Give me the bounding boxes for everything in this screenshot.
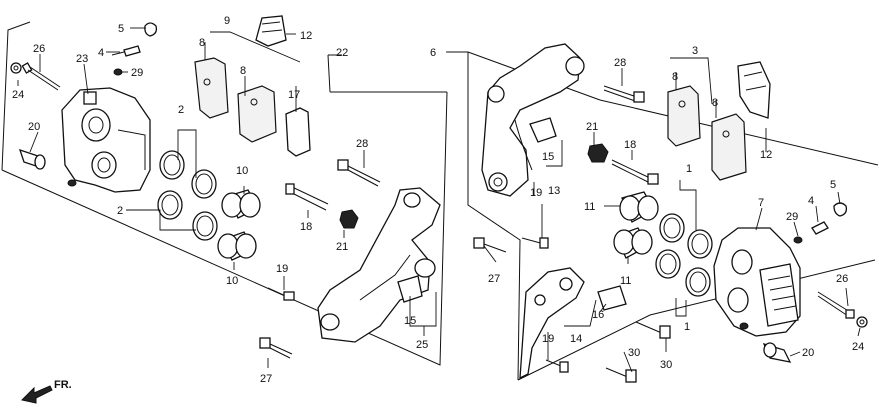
label-8-right-b: 8 <box>712 97 718 109</box>
label-24-right: 24 <box>852 341 864 353</box>
right-cap-5 <box>833 202 848 217</box>
label-21-left: 21 <box>336 241 348 253</box>
left-pad-spring-12 <box>255 15 287 47</box>
front-direction-label: FR. <box>54 379 72 391</box>
right-bolt-19-lower <box>545 359 569 373</box>
label-20-left: 20 <box>28 121 40 133</box>
left-pistons-10 <box>217 189 261 261</box>
label-26-left: 26 <box>33 43 45 55</box>
label-17: 17 <box>288 89 300 101</box>
label-1-lower: 1 <box>684 321 690 333</box>
left-shim-17 <box>285 107 311 157</box>
label-9: 9 <box>224 15 230 27</box>
right-pads-8 <box>667 85 747 181</box>
left-bolt-19 <box>267 287 295 301</box>
right-bolt-30-a <box>635 321 671 339</box>
label-8-left-b: 8 <box>240 65 246 77</box>
left-seals-2 <box>157 150 218 241</box>
label-11-upper: 11 <box>584 201 595 213</box>
right-boot-21 <box>587 143 609 163</box>
right-caliper-body <box>713 227 801 337</box>
label-5-left: 5 <box>118 23 124 35</box>
label-22: 22 <box>336 47 348 59</box>
label-12-left: 12 <box>300 30 312 42</box>
left-bolt-26 <box>21 62 61 91</box>
label-10-upper-left: 10 <box>236 165 248 177</box>
part-labels: 5 26 4 23 29 24 20 2 2 8 8 9 12 22 17 28… <box>12 15 864 385</box>
left-bolt-18 <box>285 183 329 211</box>
label-6: 6 <box>430 47 436 59</box>
label-4-right: 4 <box>808 195 814 207</box>
label-15-right: 15 <box>542 151 554 163</box>
left-bolt-27 <box>259 337 293 359</box>
right-washer-24 <box>856 316 868 328</box>
left-assembly-frame <box>1 21 448 366</box>
left-caliper-body <box>61 87 151 193</box>
label-12-right: 12 <box>760 149 772 161</box>
label-19-right-upper: 19 <box>530 187 542 199</box>
label-19-left: 19 <box>276 263 288 275</box>
label-3: 3 <box>692 45 698 57</box>
right-pin-20 <box>762 342 792 363</box>
right-bolt-27 <box>473 237 507 253</box>
front-arrow-icon <box>20 385 53 404</box>
right-clip-15 <box>529 117 557 143</box>
right-bolt-28 <box>603 85 645 103</box>
label-25: 25 <box>416 339 428 351</box>
label-8-left-a: 8 <box>199 37 205 49</box>
label-2-upper-left: 2 <box>178 104 184 116</box>
leader-lines <box>17 27 861 373</box>
left-pin-20 <box>18 148 46 170</box>
left-cap-5 <box>144 22 158 37</box>
right-seals <box>655 213 713 297</box>
left-pads-8 <box>194 57 277 143</box>
label-16: 16 <box>592 309 604 321</box>
label-23: 23 <box>76 53 88 65</box>
label-13: 13 <box>548 185 560 197</box>
label-10-lower-left: 10 <box>226 275 238 287</box>
front-direction-indicator: FR. <box>20 379 72 404</box>
label-28-right: 28 <box>614 57 626 69</box>
label-8-right-a: 8 <box>672 71 678 83</box>
right-clip-16 <box>597 285 627 311</box>
label-27-left: 27 <box>260 373 272 385</box>
right-bracket-6 <box>481 43 585 197</box>
label-21-right: 21 <box>586 121 598 133</box>
label-18-right: 18 <box>624 139 636 151</box>
label-29-left: 29 <box>131 67 143 79</box>
label-14: 14 <box>570 333 582 345</box>
label-5-right: 5 <box>830 179 836 191</box>
right-bolt-26 <box>817 291 855 319</box>
right-bolt-18 <box>611 159 659 185</box>
label-7: 7 <box>758 197 764 209</box>
left-bleeder-4 <box>111 45 141 57</box>
right-spring-29 <box>793 236 803 244</box>
label-26-right: 26 <box>836 273 848 285</box>
label-18-left: 18 <box>300 221 312 233</box>
right-bracket-14 <box>519 267 585 380</box>
left-bolt-28 <box>337 159 381 187</box>
label-11-lower: 11 <box>620 275 631 287</box>
label-19-right-lower: 19 <box>542 333 554 345</box>
label-15-left: 15 <box>404 315 416 327</box>
label-20-right: 20 <box>802 347 814 359</box>
label-4-left: 4 <box>98 47 104 59</box>
right-bolt-19-upper <box>521 237 549 249</box>
label-30-b: 30 <box>660 359 672 371</box>
label-29-right: 29 <box>786 211 798 223</box>
label-2-lower-left: 2 <box>117 205 123 217</box>
left-washer-24 <box>10 62 22 74</box>
label-30-a: 30 <box>628 347 640 359</box>
label-24-left: 24 <box>12 89 24 101</box>
label-27-right: 27 <box>488 273 500 285</box>
left-boot-21 <box>339 209 359 229</box>
label-28-left: 28 <box>356 138 368 150</box>
label-1-upper: 1 <box>686 163 692 175</box>
right-pad-spring-12 <box>737 61 771 119</box>
right-bleeder-4 <box>811 221 829 235</box>
right-pistons-11 <box>613 191 659 259</box>
left-bracket-25 <box>317 187 441 343</box>
